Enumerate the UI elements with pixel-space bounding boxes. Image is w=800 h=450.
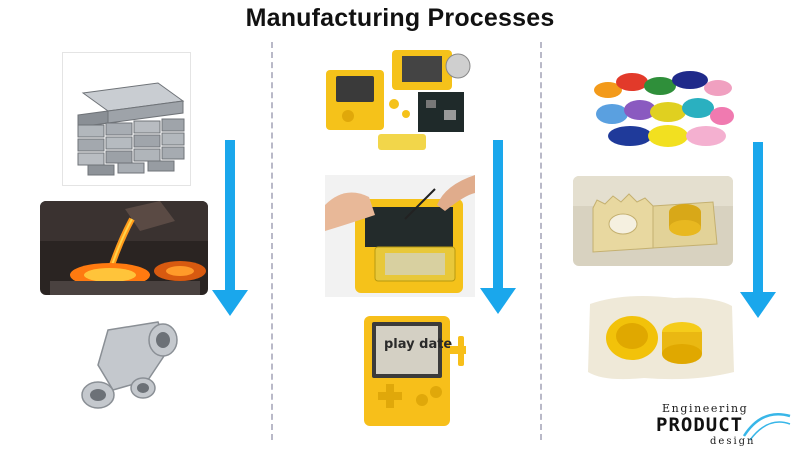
column-divider-left — [271, 42, 273, 440]
process-arrow-2 — [480, 140, 516, 314]
bottle-caps-image — [584, 292, 736, 384]
hand-assembly-image — [325, 175, 475, 297]
logo-line-design: design — [710, 436, 756, 447]
process-arrow-1 — [212, 140, 248, 316]
playdate-screen-text: play date — [384, 337, 452, 352]
process-arrow-3 — [740, 142, 776, 318]
cast-metal-part-image — [68, 310, 198, 418]
column-divider-right — [540, 42, 542, 440]
aluminium-ingots-image — [62, 52, 191, 186]
logo-line-product: PRODUCT — [656, 414, 744, 436]
disassembled-console-parts-image — [308, 44, 488, 162]
page-title: Manufacturing Processes — [245, 4, 555, 32]
wave-swoosh-icon — [742, 413, 791, 441]
injection-mold-image — [573, 176, 733, 266]
logo-line-engineering: Engineering — [662, 402, 749, 415]
plastic-pellets-image — [590, 66, 736, 150]
engineering-product-design-logo: Engineering PRODUCT design — [652, 402, 792, 448]
molten-metal-pouring-image — [40, 201, 208, 295]
playdate-console-image: play date — [360, 312, 470, 430]
